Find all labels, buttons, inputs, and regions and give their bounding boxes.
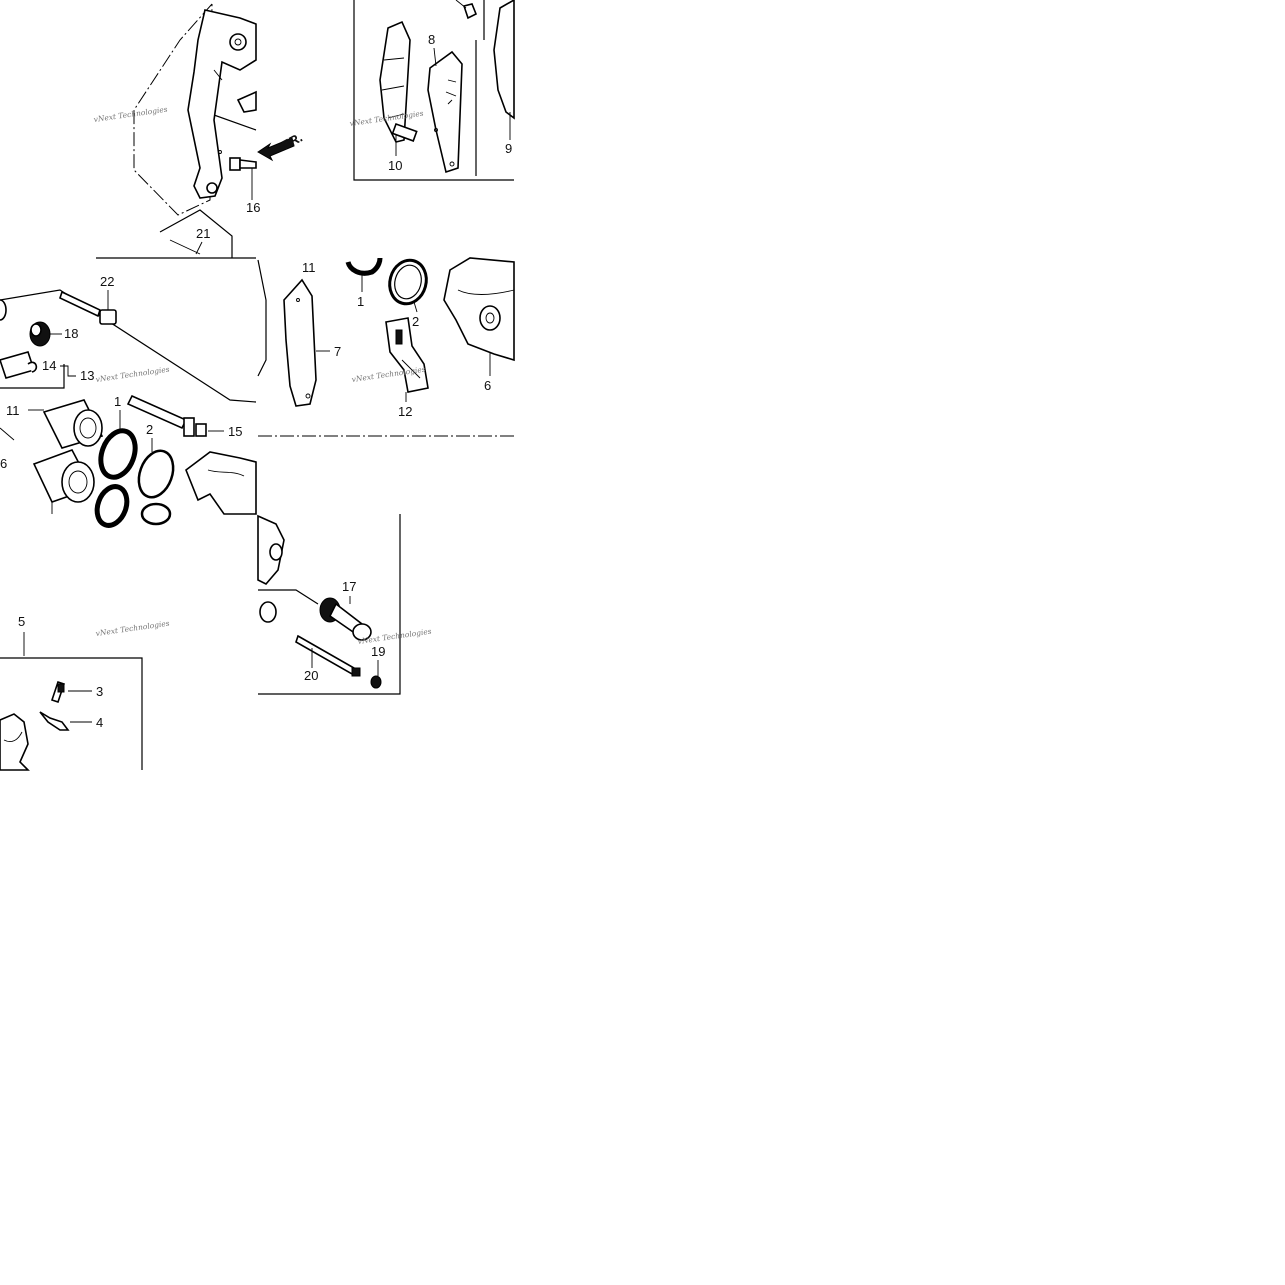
watermark: vNext Technologies	[93, 105, 168, 124]
part-label: 9	[505, 141, 512, 156]
part-label: 11	[302, 260, 316, 275]
tile-pads: 8 10 9 vNext Technologies	[349, 0, 515, 181]
spring-21	[169, 239, 201, 255]
part-label: 17	[342, 579, 356, 594]
part-label: 6	[0, 456, 7, 471]
part-label: 2	[412, 314, 419, 329]
part-label: 1	[357, 294, 364, 309]
bleeder-cap-4	[39, 711, 70, 731]
part-label: 21	[196, 226, 210, 241]
part-label: 15	[228, 424, 242, 439]
part-label: 7	[334, 344, 341, 359]
part-label: 2	[146, 422, 153, 437]
pin-15	[126, 394, 207, 437]
part-label: 13	[80, 368, 94, 383]
seal-1-b	[345, 257, 383, 276]
slide-pin-17	[319, 597, 372, 641]
cap-18	[29, 321, 51, 347]
bolt-16	[229, 157, 257, 171]
tile-pistons: 22 18 14 13 11 1 2 15 6 vNext Technologi…	[0, 257, 257, 528]
bleeder-valve-3	[50, 680, 66, 704]
caliper-bracket	[187, 9, 257, 199]
tile-bleeder: 5 3 4 vNext Technologies	[0, 614, 170, 771]
brake-pad-8	[427, 50, 463, 174]
brake-pad-7	[283, 278, 317, 407]
brake-pad-10	[379, 20, 411, 143]
shim-9	[493, 0, 515, 120]
part-label: 8	[428, 32, 435, 47]
part-label: 10	[388, 158, 402, 173]
part-label: 5	[18, 614, 25, 629]
piston-11	[32, 399, 104, 503]
watermark: vNext Technologies	[95, 365, 170, 384]
part-label: 18	[64, 326, 78, 341]
nut-19	[370, 675, 382, 689]
tile-slide-pin: 17 19 20 vNext Technologies	[257, 514, 432, 695]
caliper-fragment	[0, 713, 30, 771]
part-label: 11	[6, 403, 20, 418]
part-label: 22	[100, 274, 114, 289]
part-label: 1	[114, 394, 121, 409]
part-label: 4	[96, 715, 103, 730]
part-label: 20	[304, 668, 318, 683]
part-label: 6	[484, 378, 491, 393]
part-label: 19	[371, 644, 385, 659]
caliper-body	[185, 451, 257, 515]
seal-1	[94, 428, 138, 528]
front-direction-arrow: FR.	[257, 130, 305, 162]
watermark: vNext Technologies	[95, 619, 170, 638]
part-label: 12	[398, 404, 412, 419]
tile-bracket: FR. 16 21 vNext Technologies	[93, 3, 305, 258]
seal-2-b	[388, 258, 428, 306]
tile-seals-pad: 11 1 2 7 12 6 vNext Technologies	[257, 257, 515, 437]
part-label: 14	[42, 358, 56, 373]
part-label: 3	[96, 684, 103, 699]
caliper-half-6	[443, 257, 515, 362]
clip-12	[385, 317, 429, 393]
part-label: 16	[246, 200, 260, 215]
seal-2	[137, 449, 175, 526]
